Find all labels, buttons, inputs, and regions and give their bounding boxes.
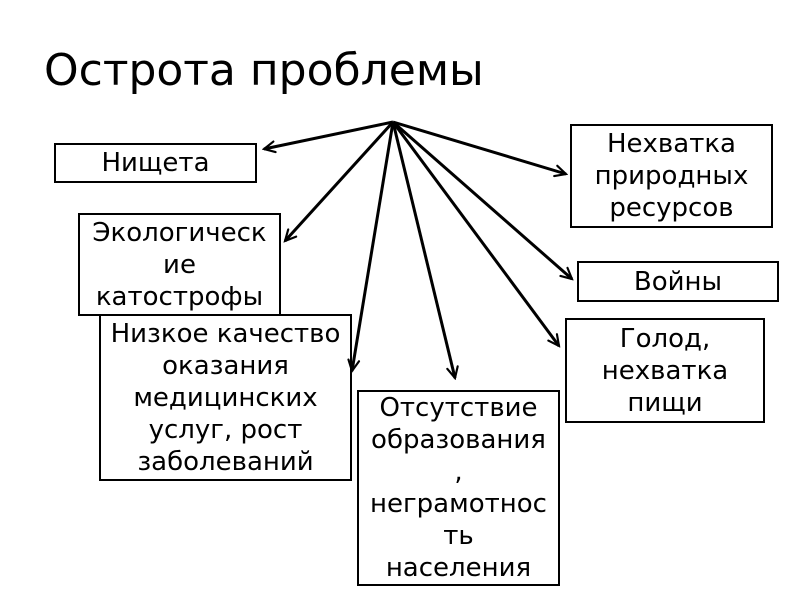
node-label-no-education: Отсутствие образования , неграмотнос ть …	[370, 393, 547, 583]
arrow-wars	[392, 120, 572, 279]
slide-title: Острота проблемы	[44, 45, 484, 96]
node-eco-catastrophes: Экологическ ие катострофы	[78, 213, 281, 316]
node-label-poverty: Нищета	[101, 148, 210, 178]
arrow-natural-resources	[392, 120, 566, 174]
node-label-eco-catastrophes: Экологическ ие катострофы	[92, 217, 267, 312]
node-no-education: Отсутствие образования , неграмотнос ть …	[357, 390, 560, 586]
arrow-hunger	[391, 121, 559, 346]
arrow-eco-catastrophes	[285, 120, 395, 241]
node-natural-resources: Нехватка природных ресурсов	[570, 124, 773, 228]
node-label-natural-resources: Нехватка природных ресурсов	[594, 129, 749, 223]
node-label-hunger: Голод, нехватка пищи	[601, 323, 729, 418]
node-label-medical-services: Низкое качество оказания медицинских усл…	[110, 318, 341, 477]
node-wars: Войны	[577, 261, 779, 302]
node-label-wars: Войны	[633, 266, 723, 297]
arrow-poverty	[264, 120, 394, 149]
node-hunger: Голод, нехватка пищи	[565, 318, 765, 423]
arrow-medical-services	[352, 121, 395, 371]
arrow-no-education	[391, 121, 455, 378]
node-medical-services: Низкое качество оказания медицинских усл…	[99, 314, 352, 481]
node-poverty: Нищета	[54, 143, 257, 183]
